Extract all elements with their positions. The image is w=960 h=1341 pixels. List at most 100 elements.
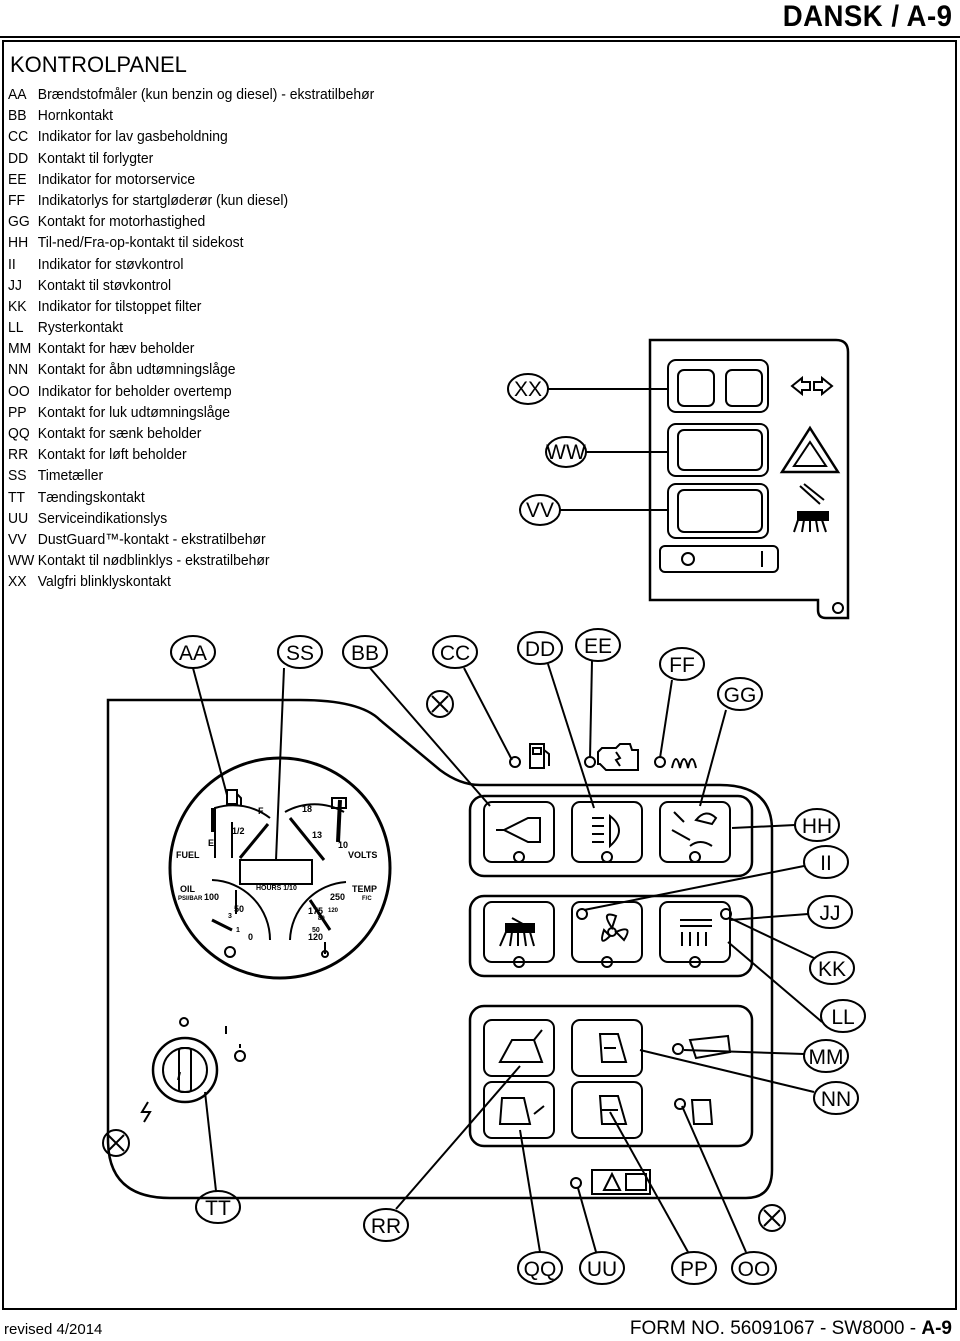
switch-bank-1 [468, 794, 754, 878]
legend-code: JJ [8, 276, 22, 294]
dustguard-switch[interactable] [667, 483, 769, 539]
hopper-raise-switch[interactable] [483, 1019, 555, 1077]
legend-code: MM [8, 340, 32, 358]
footer-form: FORM NO. 56091067 - SW8000 - A-9 [630, 1318, 952, 1340]
legend-text: Kontakt til støvkontrol [37, 276, 172, 294]
door-open-switch[interactable] [571, 1019, 643, 1077]
main-panel-outline [102, 690, 786, 1232]
gauge-80-label: 80 [318, 916, 325, 922]
callout-xx [507, 373, 668, 405]
gauge-0-label: 0 [248, 932, 253, 942]
hopper-raise-icon [672, 1034, 732, 1060]
hazard-triangle-icon [779, 425, 841, 474]
switch-bank-2 [468, 894, 754, 978]
callout-bb [342, 635, 491, 807]
shaker-switch[interactable] [659, 901, 731, 968]
legend-code: LL [8, 319, 24, 337]
legend-text: Indikator for tilstoppet filter [37, 297, 202, 315]
callout-uu [577, 1187, 625, 1285]
header-rule [0, 36, 960, 38]
callout-hh-label: HH [802, 815, 832, 838]
legend-code: NN [8, 361, 29, 379]
legend-text: Brændstofmåler (kun benzin og diesel) - … [37, 86, 375, 103]
horn-switch[interactable] [483, 801, 555, 863]
gauge-50b-label: 50 [312, 927, 320, 934]
legend-code: UU [8, 509, 29, 527]
ignition-off-mark [179, 1017, 189, 1027]
callout-hh [731, 808, 840, 842]
page-frame [2, 40, 957, 1310]
legend-text: Valgfri blinklyskontakt [37, 573, 171, 591]
legend-code: WW [8, 552, 35, 570]
legend-text: Tændingskontakt [37, 488, 145, 506]
legend-code: DD [8, 149, 29, 167]
gauge-175-label: 175 [308, 906, 323, 916]
legend-text: Timetæller [37, 467, 104, 485]
callout-ll [727, 941, 866, 1033]
gauge-labels: FUEL E 1/2 F 18 13 10 VOLTS OIL PSI/BAR … [176, 804, 377, 942]
door-close-switch[interactable] [571, 1081, 643, 1139]
legend-item: PP Kontakt for luk udtømningslåge [8, 402, 374, 423]
hazard-switch[interactable] [667, 423, 769, 477]
callout-jj-label: JJ [820, 902, 841, 925]
legend-code: II [8, 255, 16, 273]
service-strip [659, 545, 779, 573]
combination-gauge [168, 756, 392, 980]
screw-icon [426, 690, 454, 718]
callout-kk-label: KK [818, 958, 846, 981]
thermometer-icon [321, 942, 329, 958]
callout-ll-label: LL [831, 1006, 854, 1029]
gauge-psi-label: PSI/BAR [178, 896, 203, 902]
legend-item: JJ Kontakt til støvkontrol [8, 275, 374, 296]
callout-nn [639, 1049, 859, 1115]
dust-control-lamp [576, 908, 588, 920]
section-title: KONTROLPANEL [10, 52, 187, 77]
legend-text: Kontakt for luk udtømningslåge [37, 403, 231, 421]
callout-cc-label: CC [440, 642, 470, 665]
callout-qq-label: QQ [524, 1258, 557, 1281]
oil-can-icon [224, 946, 236, 958]
legend-text: Indikator for støvkontrol [37, 255, 184, 273]
callout-ii-label: II [820, 852, 832, 875]
engine-speed-switch[interactable] [659, 801, 731, 863]
callout-ff-label: FF [669, 654, 695, 677]
callout-jj [729, 895, 853, 929]
callout-aa-label: AA [179, 642, 207, 665]
legend-code: FF [8, 191, 26, 209]
legend-text: Serviceindikationslys [37, 509, 168, 527]
legend-code: PP [8, 403, 27, 421]
dust-control-switch[interactable] [571, 901, 643, 968]
flasher-switch[interactable] [667, 359, 769, 413]
callout-oo [681, 1105, 777, 1285]
gauge-e-label: E [208, 838, 214, 848]
callout-oo-label: OO [738, 1258, 771, 1281]
legend-code: BB [8, 107, 27, 125]
callout-qq [517, 1129, 563, 1285]
gauge-250-label: 250 [330, 892, 345, 902]
legend-item: II Indikator for støvkontrol [8, 254, 374, 275]
headlight-switch[interactable] [571, 801, 643, 863]
engine-icon [597, 743, 639, 771]
ignition-switch[interactable] [151, 1036, 219, 1104]
legend-code: EE [8, 170, 27, 188]
gauge-hours-label: HOURS 1/10 [256, 885, 297, 892]
lightning-icon [140, 1101, 152, 1123]
callout-cc [432, 635, 513, 761]
side-broom-switch[interactable] [483, 901, 555, 968]
gauge-3-label: 3 [228, 913, 232, 920]
legend-code: QQ [8, 425, 30, 442]
screw-icon [758, 1204, 786, 1232]
dustguard-icon [793, 483, 829, 533]
screw-icon [102, 1129, 130, 1157]
hopper-lower-switch[interactable] [483, 1081, 555, 1139]
legend-text: Indikator for motorservice [37, 170, 196, 188]
legend-code: XX [8, 573, 27, 591]
